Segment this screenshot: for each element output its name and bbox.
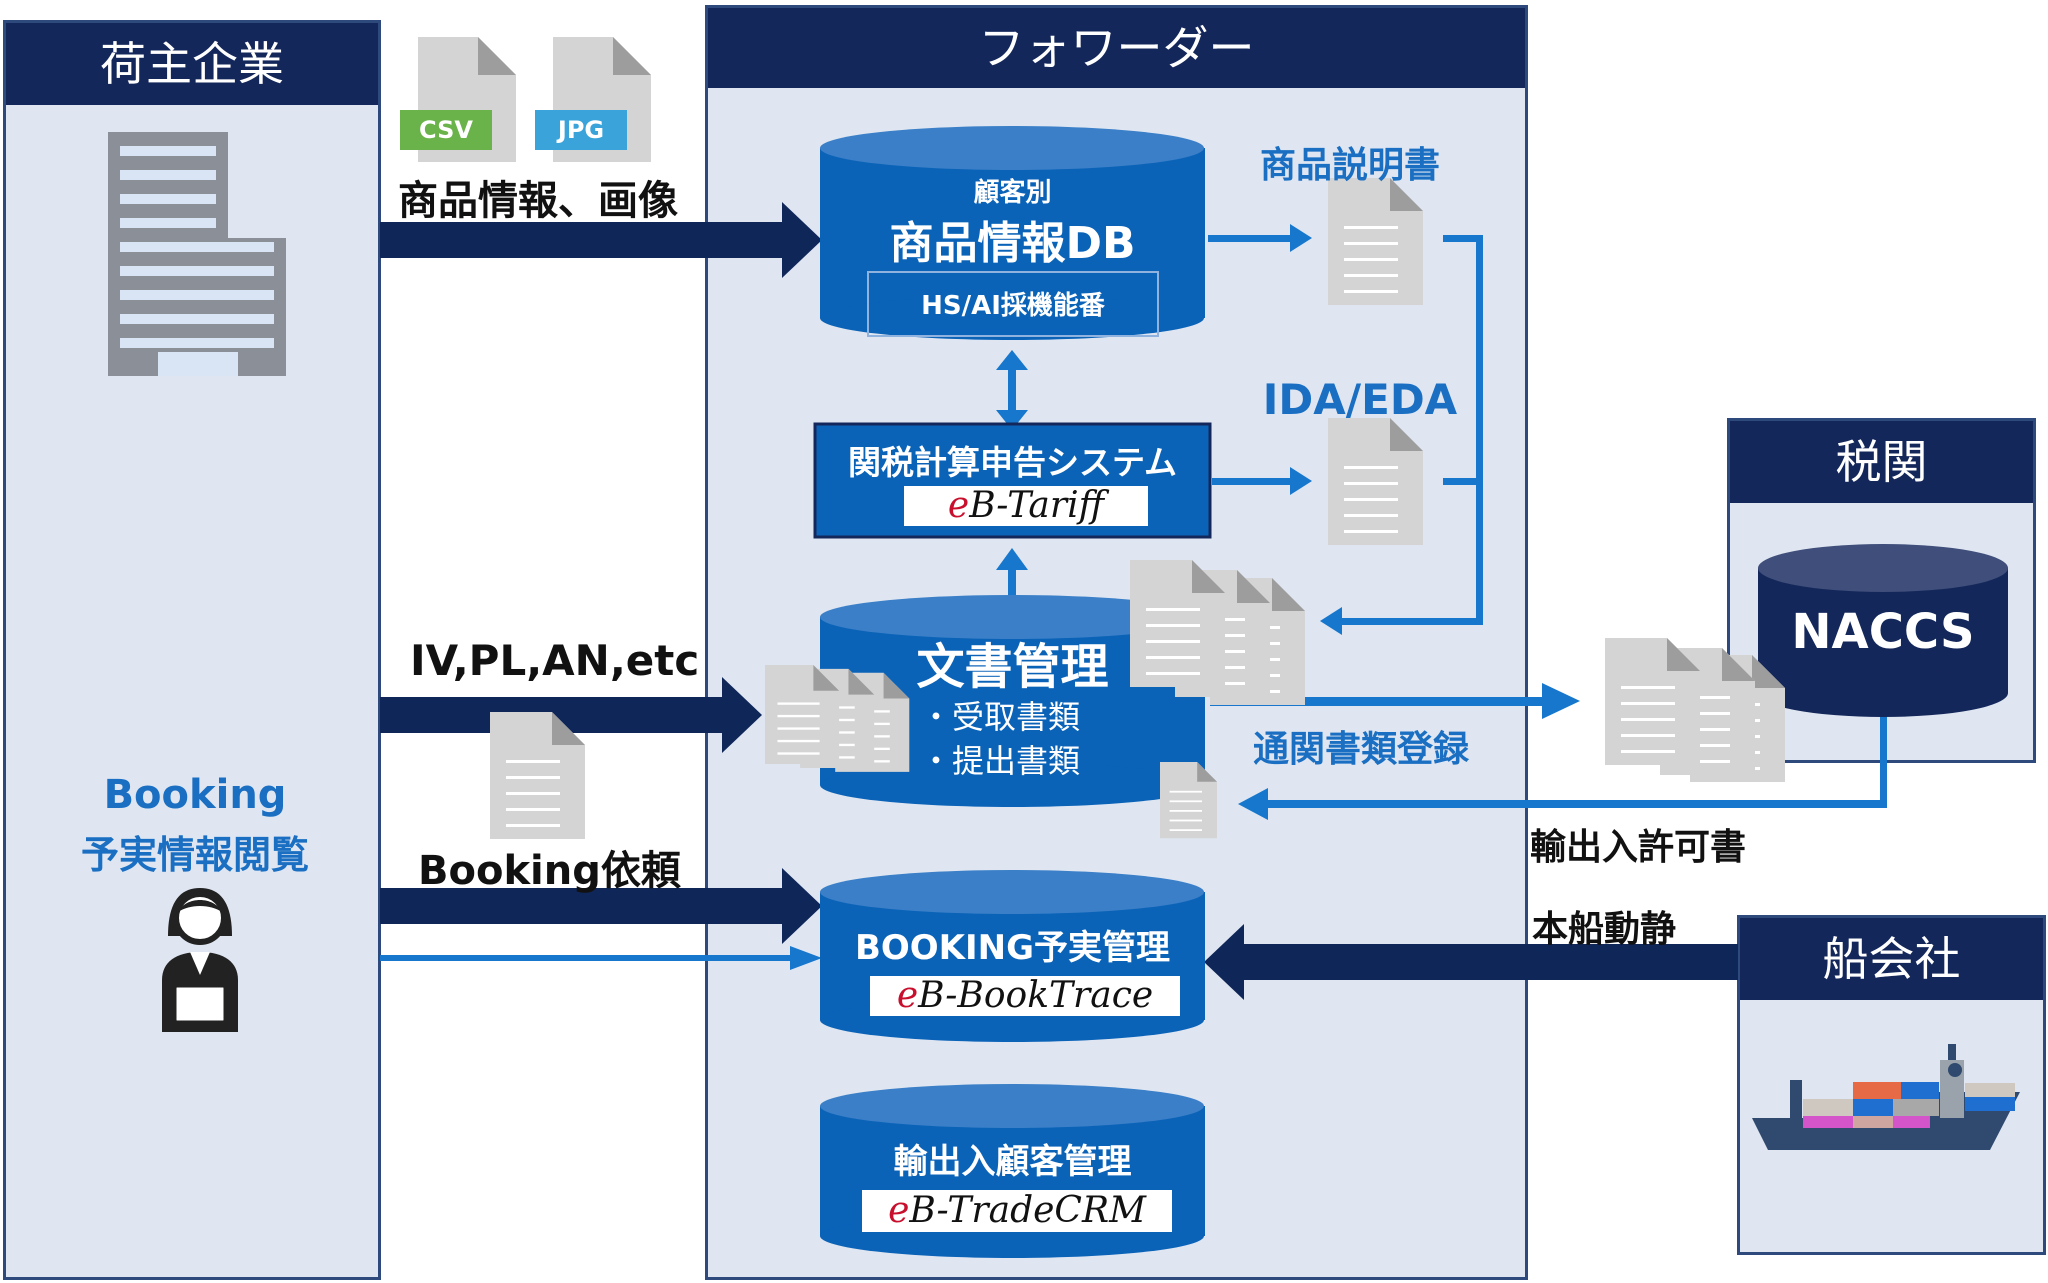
tariff-brand-e: e [947,485,970,526]
outputs-return-line [1320,235,1483,635]
product-db-subtitle: 顧客別 [973,178,1052,208]
tradecrm-brand-e: e [888,1190,910,1231]
doc-to-tariff-arrow [996,548,1028,603]
ida-eda-doc-icon [1328,418,1423,545]
booking-view-arrow [380,946,822,970]
booking-request-doc-icon [490,712,585,839]
vessel-status-label: 本船動静 [1532,909,1677,950]
tariff-system-title: 関税計算申告システム [847,443,1177,482]
product-info-arrow [380,202,822,278]
shipper-title: 荷主企業 [6,23,378,105]
tradecrm-brand-name: B-TradeCRM [909,1190,1146,1231]
jpg-file-icon [535,37,651,162]
vessel-status-arrow [1204,924,1738,1000]
crm-title: 輸出入顧客管理 [893,1142,1132,1182]
product-db-feature: HS/AI採機能番 [921,291,1105,321]
csv-file-icon [400,37,516,162]
booking-view-line2: 予実情報閲覧 [80,833,309,877]
product-db-title: 商品情報DB [889,218,1136,269]
tariff-to-ida-arrow [1212,467,1312,495]
forwarder-title: フォワーダー [708,8,1525,88]
booktrace-brand-e: e [896,975,919,1016]
booking-view-line1: Booking [103,772,287,818]
person-laptop-icon [162,888,238,1032]
customs-title: 税関 [1730,421,2033,503]
doc-management-item2: ・提出書類 [920,742,1081,780]
tradecrm-brand-box: eB-TradeCRM [862,1190,1172,1232]
naccs-cylinder [1758,544,2008,717]
booking-request-arrow [380,868,822,944]
permit-doc-icon [1160,762,1217,839]
ida-eda-label: IDA/EDA [1262,375,1458,424]
csv-badge-label: CSV [419,116,473,144]
carrier-title: 船会社 [1740,918,2043,1000]
customs-registration-arrow [1210,683,1580,719]
booktrace-brand-name: B-BookTrace [918,975,1154,1016]
booking-request-label: Booking依頼 [418,848,681,894]
tariff-brand-box: eB-Tariff [904,486,1148,526]
tariff-brand-name: B-Tariff [969,485,1105,526]
permit-return-line [1238,715,1887,820]
naccs-label: NACCS [1791,604,1975,660]
permit-label: 輸出入許可書 [1530,827,1747,868]
iv-pl-label: IV,PL,AN,etc [410,636,700,685]
db-to-manual-arrow [1208,224,1312,252]
building-icon [108,132,286,376]
booking-management-title: BOOKING予実管理 [854,928,1171,968]
booktrace-brand-box: eB-BookTrace [870,976,1180,1016]
db-tariff-double-arrow [996,350,1028,430]
product-manual-label: 商品説明書 [1259,145,1440,186]
jpg-badge-label: JPG [557,116,605,144]
product-manual-doc-icon [1328,178,1423,305]
customs-registration-label: 通関書類登録 [1252,729,1469,770]
container-ship-icon [1752,1044,2020,1150]
doc-management-item1: ・受取書類 [920,698,1081,736]
product-info-label: 商品情報、画像 [398,178,678,224]
doc-management-title: 文書管理 [916,639,1109,695]
product-db-feature-box [867,271,1159,337]
product-db-cylinder [820,126,1205,340]
